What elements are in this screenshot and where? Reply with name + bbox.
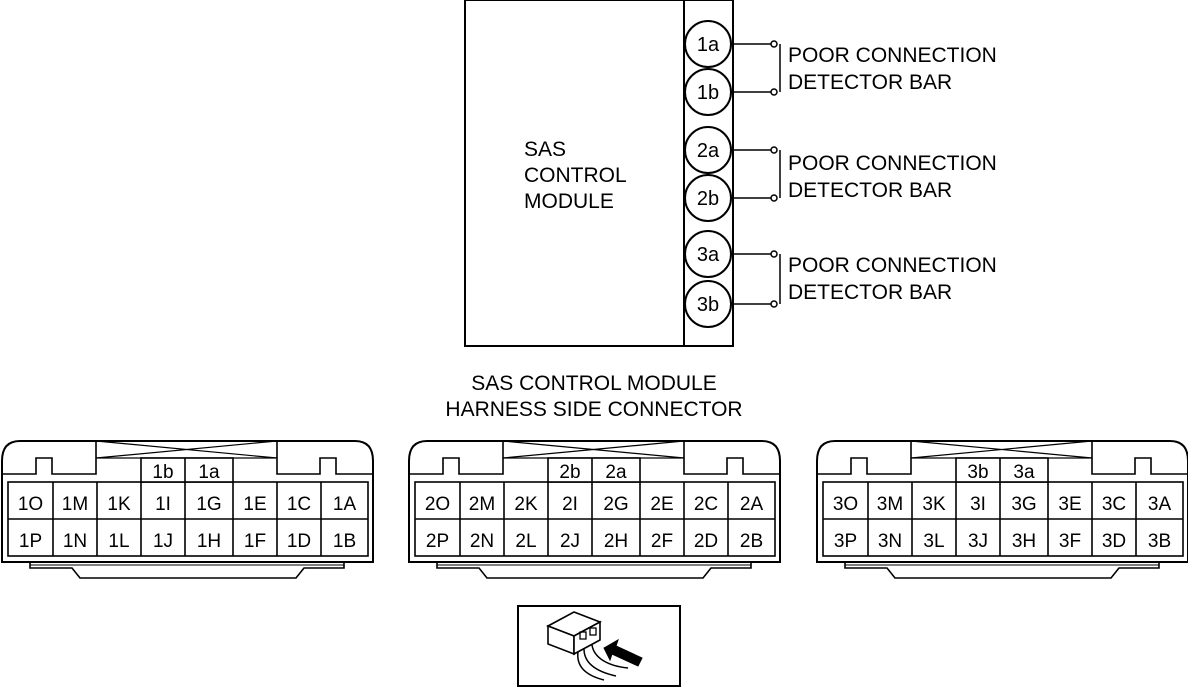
detector-label-1-line-1: POOR CONNECTION [788, 44, 997, 67]
module-label-line-2: CONTROL [524, 164, 627, 187]
connector-1-pin: 1D [287, 531, 311, 552]
connector-2-pin: 2I [562, 494, 578, 515]
connector-2-pin: 2B [740, 531, 763, 552]
connector-3-pin: 3I [970, 494, 986, 515]
connector-2-pin: 2E [650, 494, 673, 515]
connector-1-pin: 1A [333, 494, 357, 515]
terminal-label: 3a [697, 244, 720, 266]
connector-2-top-pin: 2a [605, 462, 627, 483]
detector-label-2-line-1: POOR CONNECTION [788, 152, 997, 175]
connector-1-pin: 1P [19, 531, 42, 552]
connector-2-pin: 2O [425, 494, 450, 515]
detector-bar-2: POOR CONNECTION DETECTOR BAR [779, 150, 997, 202]
connector-2-pin: 2A [740, 494, 764, 515]
connector-2-pin: 2G [603, 494, 628, 515]
connector-2-pin: 2K [514, 494, 538, 515]
terminal-3b: 3b [684, 280, 778, 328]
connector-1-pin: 1E [243, 494, 266, 515]
terminal-1b: 1b [684, 68, 778, 116]
module-terminals: 1a 1b 2a 2b 3a 3b [684, 20, 778, 328]
terminal-label: 1b [697, 82, 719, 104]
connector-2-pin: 2P [426, 531, 449, 552]
terminal-label: 1a [697, 34, 720, 56]
connector-2: 2b 2a 2O 2M 2K 2I 2G 2E 2C 2A 2P 2N 2L 2J 2H 2F 2D 2B [408, 440, 781, 579]
connector-2-pin: 2C [694, 494, 718, 515]
connector-3-pin: 3F [1059, 531, 1081, 552]
connector-1-pin: 1J [153, 531, 173, 552]
terminal-label: 3b [697, 294, 719, 316]
connector-1-pin: 1H [197, 531, 221, 552]
connector-2-pin: 2N [470, 531, 494, 552]
harness-connectors: 1b 1a 1O 1M 1K 1I 1G 1E 1C 1A 1P 1N 1L 1J 1H 1F 1D 1B 2b 2a… [1, 440, 1188, 579]
connector-1: 1b 1a 1O 1M 1K 1I 1G 1E 1C 1A 1P 1N 1L 1J 1H 1F 1D 1B [1, 440, 374, 579]
connector-1-top-pin: 1a [198, 462, 220, 483]
module-label-line-1: SAS [524, 138, 566, 161]
connector-2-pin: 2F [651, 531, 673, 552]
connector-3-pin: 3C [1102, 494, 1126, 515]
connector-1-pin: 1I [155, 494, 171, 515]
connector-2-pin: 2D [694, 531, 718, 552]
connector-3-pin: 3A [1148, 494, 1172, 515]
connector-3-pin: 3H [1012, 531, 1036, 552]
connector-1-pin: 1F [244, 531, 266, 552]
connector-1-pin: 1O [18, 494, 43, 515]
connector-3-pin: 3L [923, 531, 944, 552]
connector-3-pin: 3K [922, 494, 946, 515]
connector-3-pin: 3G [1011, 494, 1036, 515]
detector-label-2-line-2: DETECTOR BAR [788, 179, 952, 202]
module-label-line-3: MODULE [524, 190, 614, 213]
connector-3-pin: 3N [878, 531, 902, 552]
terminal-label: 2b [697, 188, 719, 210]
detector-label-3-line-2: DETECTOR BAR [788, 281, 952, 304]
harness-side-connector-view-icon [517, 605, 681, 687]
detector-label-3-line-1: POOR CONNECTION [788, 254, 997, 277]
connector-2-pin: 2H [604, 531, 628, 552]
terminal-2b: 2b [684, 174, 778, 222]
connector-1-pin: 1N [63, 531, 87, 552]
detector-bar-3: POOR CONNECTION DETECTOR BAR [779, 254, 997, 304]
sas-control-module: SAS CONTROL MODULE [464, 0, 734, 347]
terminal-1a: 1a [684, 20, 778, 68]
connector-3-pin: 3J [968, 531, 988, 552]
connector-3-pin: 3B [1148, 531, 1171, 552]
connector-3-pin: 3O [833, 494, 858, 515]
terminal-3a: 3a [684, 230, 778, 278]
connector-1-pin: 1M [62, 494, 88, 515]
connector-2-top-pin: 2b [559, 462, 580, 483]
connector-title-line-1: SAS CONTROL MODULE [471, 372, 716, 395]
connector-1-pin: 1G [196, 494, 221, 515]
terminal-2a: 2a [684, 126, 778, 174]
terminal-label: 2a [697, 140, 720, 162]
connector-2-pin: 2J [560, 531, 580, 552]
connector-3-top-pin: 3a [1013, 462, 1035, 483]
connector-3-top-pin: 3b [967, 462, 988, 483]
connector-2-pin: 2M [469, 494, 495, 515]
connector-1-top-pin: 1b [152, 462, 173, 483]
connector-1-pin: 1K [107, 494, 131, 515]
connector-3-pin: 3D [1102, 531, 1126, 552]
connector-3-pin: 3M [877, 494, 903, 515]
connector-3-pin: 3E [1058, 494, 1081, 515]
connector-2-pin: 2L [515, 531, 536, 552]
connector-1-pin: 1L [108, 531, 129, 552]
connector-1-pin: 1B [333, 531, 356, 552]
connector-3-pin: 3P [834, 531, 857, 552]
detector-bar-1: POOR CONNECTION DETECTOR BAR [779, 44, 997, 94]
connector-title-line-2: HARNESS SIDE CONNECTOR [445, 398, 742, 421]
detector-label-1-line-2: DETECTOR BAR [788, 71, 952, 94]
connector-3: 3b 3a 3O 3M 3K 3I 3G 3E 3C 3A 3P 3N 3L 3J 3H 3F 3D 3B [816, 440, 1188, 579]
connector-1-pin: 1C [287, 494, 311, 515]
